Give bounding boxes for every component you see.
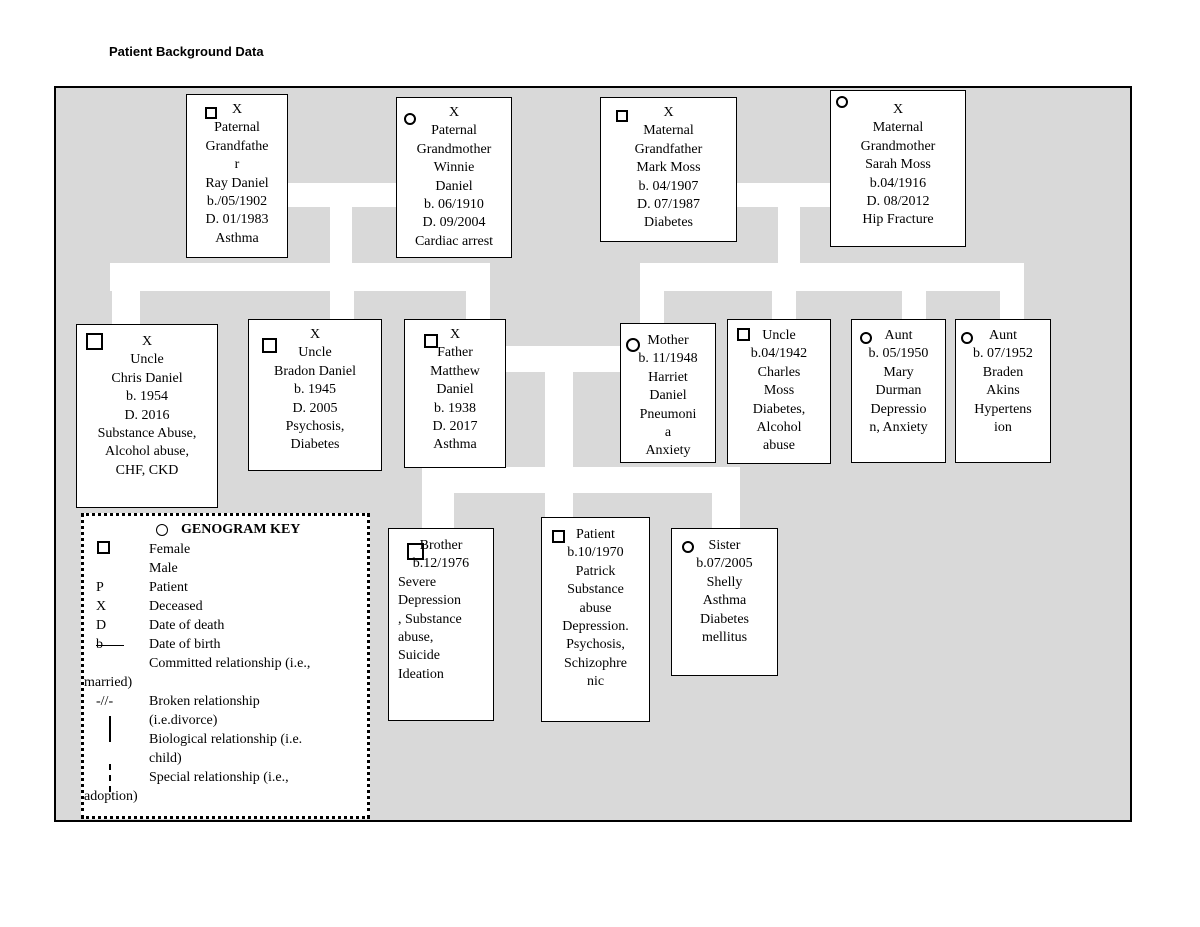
female-circle-icon: [156, 524, 168, 536]
deceased-mark: X: [892, 102, 904, 117]
connector: [330, 200, 352, 270]
node-uncle-chris: X Uncle Chris Daniel b. 1954 D. 2016 Sub…: [76, 324, 218, 508]
connector: [422, 490, 454, 528]
female-circle-icon: [860, 332, 872, 344]
connector: [545, 370, 573, 470]
node-uncle-bradon: X Uncle Bradon Daniel b. 1945 D. 2005 Ps…: [248, 319, 382, 471]
node-aunt-braden: Aunt b. 07/1952 Braden Akins Hypertens i…: [955, 319, 1051, 463]
deceased-mark: X: [141, 334, 153, 349]
male-square-icon: [97, 541, 110, 554]
node-uncle-charles: Uncle b.04/1942 Charles Moss Diabetes, A…: [727, 319, 831, 464]
female-circle-icon: [404, 113, 416, 125]
connector: [640, 290, 664, 324]
male-square-icon: [86, 333, 103, 350]
male-square-icon: [262, 338, 277, 353]
key-heading: GENOGRAM KEY: [181, 522, 301, 537]
node-maternal-grandmother: X Maternal Grandmother Sarah Moss b.04/1…: [830, 90, 966, 247]
deceased-mark: X: [231, 102, 243, 117]
connector: [902, 290, 926, 320]
node-mother: Mother b. 11/1948 Harriet Daniel Pneumon…: [620, 323, 716, 463]
female-circle-icon: [626, 338, 640, 352]
female-circle-icon: [682, 541, 694, 553]
connector: [772, 290, 796, 320]
male-square-icon: [737, 328, 750, 341]
male-square-icon: [205, 107, 217, 119]
deceased-mark: X: [663, 105, 674, 120]
connector: [640, 263, 1024, 291]
node-brother: Brother b.12/1976 Severe Depression , Su…: [388, 528, 494, 721]
node-paternal-grandfather: X Paternal Grandfathe r Ray Daniel b./05…: [186, 94, 288, 258]
node-aunt-mary: Aunt b. 05/1950 Mary Durman Depressio n,…: [851, 319, 946, 463]
node-father: X Father Matthew Daniel b. 1938 D. 2017 …: [404, 319, 506, 468]
connector: [422, 467, 740, 493]
deceased-mark: X: [448, 105, 460, 120]
connector: [1000, 290, 1024, 320]
female-circle-icon: [961, 332, 973, 344]
male-square-icon: [407, 543, 424, 560]
special-line-icon: [109, 764, 111, 792]
biological-line-icon: [109, 716, 111, 742]
deceased-mark: X: [309, 327, 321, 342]
connector: [545, 490, 573, 518]
connector: [466, 290, 490, 320]
birth-line-icon: [96, 645, 124, 646]
connector: [712, 490, 740, 528]
node-maternal-grandfather: X Maternal Grandfather Mark Moss b. 04/1…: [600, 97, 737, 242]
male-square-icon: [616, 110, 628, 122]
connector: [330, 290, 354, 320]
connector: [778, 200, 800, 270]
male-square-icon: [552, 530, 565, 543]
connector: [112, 290, 140, 326]
deceased-mark: X: [449, 327, 461, 342]
node-patient: Patient b.10/1970 Patrick Substance abus…: [541, 517, 650, 722]
connector: [110, 263, 490, 291]
female-circle-icon: [836, 96, 848, 108]
male-square-icon: [424, 334, 438, 348]
page-title: Patient Background Data: [109, 44, 264, 59]
node-paternal-grandmother: X Paternal Grandmother Winnie Daniel b. …: [396, 97, 512, 258]
node-sister: Sister b.07/2005 Shelly Asthma Diabetes …: [671, 528, 778, 676]
